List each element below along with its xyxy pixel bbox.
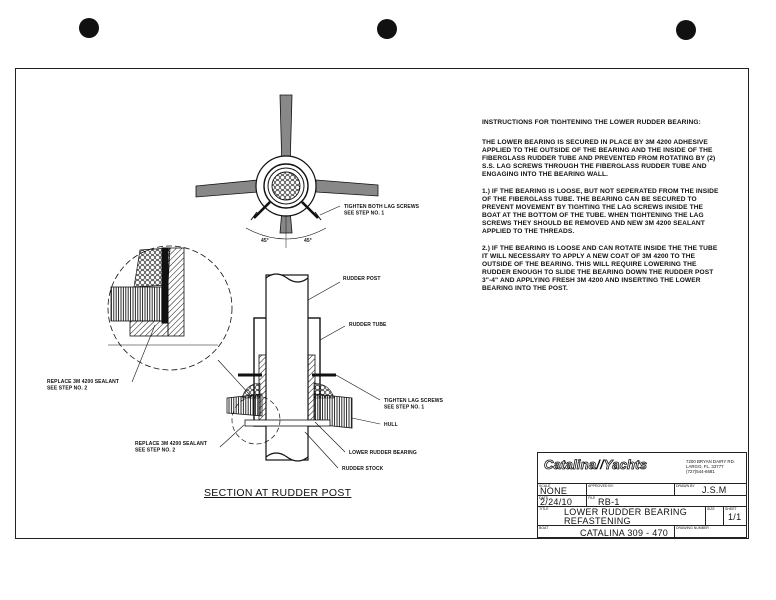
label-replace-sealant-a: REPLACE 3M 4200 SEALANT — [47, 379, 119, 385]
instructions-paragraph-step-1: 1.) IF THE BEARING IS LOOSE, BUT NOT SEP… — [482, 188, 719, 235]
scale-value: NONE — [540, 486, 568, 496]
detail-tube-wall — [167, 247, 185, 337]
section-post-break-bottom — [265, 452, 309, 462]
leader-tighten-both — [319, 205, 341, 216]
field-label-date: DATE — [539, 496, 549, 500]
field-label-approved: APPROVED BY: — [588, 484, 614, 488]
label-see-step-2-b: SEE STEP NO. 2 — [135, 448, 175, 454]
label-see-step-2-a: SEE STEP NO. 2 — [47, 386, 87, 392]
instructions-paragraph-intro: THE LOWER BEARING IS SECURED IN PLACE BY… — [482, 139, 716, 178]
label-angle-left: 45° — [261, 238, 269, 244]
label-rudder-post: RUDDER POST — [343, 276, 381, 282]
field-label-boat: BOAT — [539, 526, 549, 530]
instructions-title: INSTRUCTIONS FOR TIGHTENING THE LOWER RU… — [482, 119, 701, 126]
instructions-paragraph-step-2: 2.) IF THE BEARING IS LOOSE AND CAN ROTA… — [482, 245, 718, 292]
sheet-value: 1/1 — [728, 512, 742, 522]
top-view-lag-screw-left — [253, 201, 271, 219]
punch-hole-center — [377, 19, 397, 39]
top-view-right-rib — [315, 179, 379, 197]
detail-connector — [217, 359, 251, 396]
field-label-size: SIZE — [707, 507, 715, 511]
section-fillet-right — [313, 382, 335, 399]
leader-replace-sealant-a — [131, 324, 156, 383]
company-address: 7200 BRYAN DAIRY RD. LARGO, FL. 33777 (7… — [686, 459, 735, 474]
detail-hull-step — [129, 320, 169, 337]
drawing-sheet-border — [15, 68, 749, 539]
boat-value: CATALINA 309 - 470 — [580, 528, 669, 538]
label-hull: HULL — [384, 422, 398, 428]
title-line-2: REFASTENING — [564, 516, 631, 526]
section-bearing-base — [244, 419, 331, 427]
leader-replace-sealant-b — [219, 424, 245, 448]
detail-view — [107, 245, 251, 396]
detail-bearing — [110, 286, 166, 322]
catalina-yachts-logo: Catalina//Yachts — [544, 457, 648, 473]
label-angle-right: 45° — [304, 238, 312, 244]
punch-hole-left — [79, 18, 99, 38]
section-view — [219, 273, 381, 469]
title-block: Catalina//Yachts 7200 BRYAN DAIRY RD. LA… — [537, 452, 747, 539]
drawn-by-value: J.S.M — [702, 485, 727, 495]
top-view-lag-screw-right — [301, 201, 319, 219]
leader-lower-bearing — [314, 421, 346, 453]
section-detail-circle — [231, 395, 281, 445]
top-view-left-rib — [195, 179, 259, 198]
label-see-step-1-top: SEE STEP NO. 1 — [344, 211, 384, 217]
top-view — [195, 94, 379, 248]
field-label-drawn: DRAWN BY — [676, 484, 695, 488]
section-fillet-left — [241, 382, 261, 399]
punch-hole-right — [676, 20, 696, 40]
detail-circle-outline — [107, 245, 233, 371]
field-label-title: TITLE — [539, 507, 549, 511]
leader-tighten-lag — [335, 374, 381, 401]
label-tighten-both-lag-screws: TIGHTEN BOTH LAG SCREWS — [344, 204, 420, 210]
leader-rudder-stock — [304, 431, 339, 469]
section-rudder-post — [265, 274, 309, 461]
section-post-break-top — [265, 273, 309, 283]
top-view-rudder-post — [271, 171, 301, 201]
leader-rudder-tube — [319, 325, 346, 341]
field-label-file: FILE — [588, 496, 596, 500]
detail-sealant — [161, 247, 169, 324]
label-replace-sealant-b: REPLACE 3M 4200 SEALANT — [135, 441, 207, 447]
label-tighten-lag-screws: TIGHTEN LAG SCREWS — [384, 398, 444, 404]
section-caption: SECTION AT RUDDER POST — [204, 487, 352, 499]
label-rudder-stock: RUDDER STOCK — [342, 466, 384, 472]
instructions-block: INSTRUCTIONS FOR TIGHTENING THE LOWER RU… — [482, 119, 722, 302]
leader-hull — [351, 417, 381, 425]
label-see-step-1-section: SEE STEP NO. 1 — [384, 405, 424, 411]
title-line-1: LOWER RUDDER BEARING — [564, 507, 688, 517]
field-label-scale: SCALE — [539, 484, 551, 488]
label-lower-rudder-bearing: LOWER RUDDER BEARING — [349, 450, 417, 456]
field-label-sheet: SHEET — [725, 507, 737, 511]
field-label-drawing-number: DRAWING NUMBER — [676, 526, 709, 530]
leader-rudder-post — [307, 281, 341, 301]
date-value: 2/24/10 — [540, 497, 573, 507]
label-rudder-tube: RUDDER TUBE — [349, 322, 387, 328]
file-value: RB-1 — [598, 497, 620, 507]
